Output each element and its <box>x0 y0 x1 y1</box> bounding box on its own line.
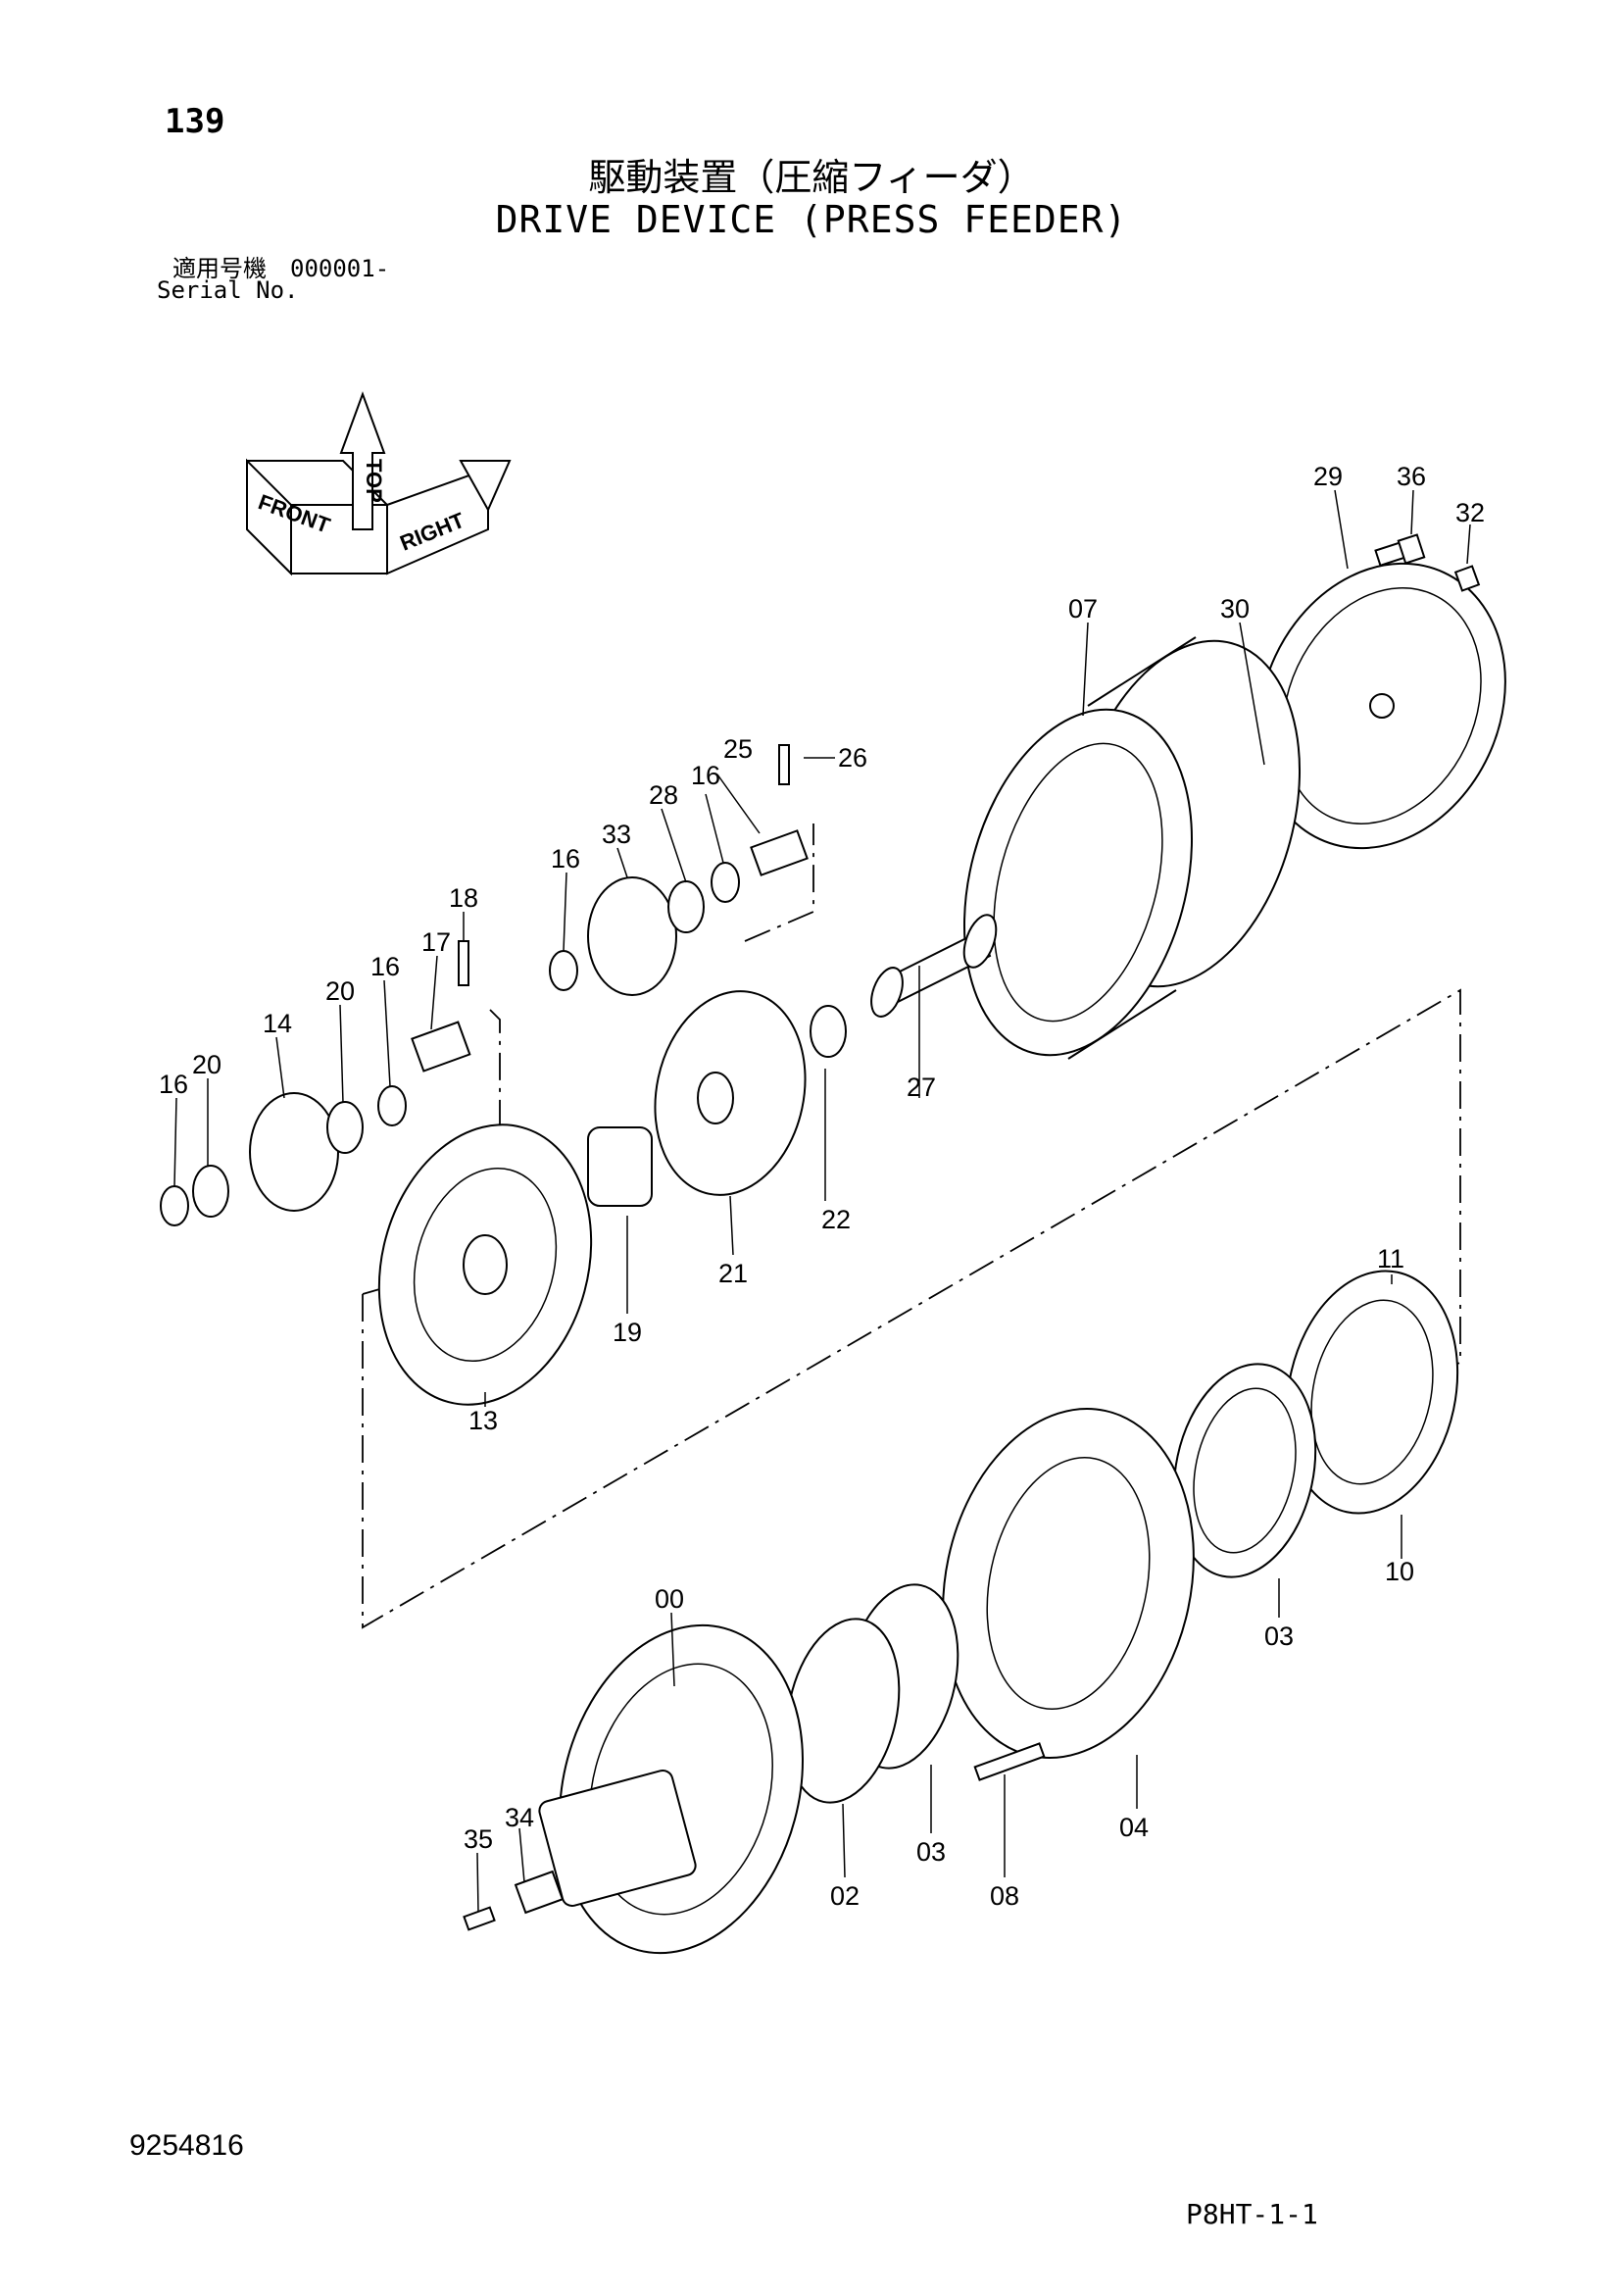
serial-label-english: Serial No. <box>157 276 299 304</box>
callout-03-lower: 03 <box>916 1837 946 1867</box>
part-08-bolt <box>973 1742 1046 1781</box>
callout-36: 36 <box>1397 462 1426 491</box>
callout-14: 14 <box>263 1009 292 1038</box>
part-28-bearing <box>667 880 705 933</box>
callout-21: 21 <box>718 1259 748 1288</box>
callout-16-d: 16 <box>159 1070 188 1099</box>
callout-03-upper: 03 <box>1264 1622 1294 1651</box>
part-10-seal-inner <box>1310 1299 1434 1485</box>
part-22-washer <box>810 1005 847 1058</box>
callout-10: 10 <box>1385 1557 1414 1586</box>
callout-02: 02 <box>830 1881 860 1911</box>
part-19-sun-gear <box>587 1126 653 1207</box>
callout-16-a: 16 <box>691 761 720 790</box>
callout-00: 00 <box>655 1584 684 1614</box>
part-16-washer-a <box>711 862 740 903</box>
part-17-pin <box>411 1021 471 1073</box>
assembly-dash-line-upper <box>744 824 814 942</box>
part-00-motor <box>538 1623 804 1955</box>
callout-04: 04 <box>1119 1813 1149 1842</box>
callout-28: 28 <box>649 780 678 810</box>
part-20-bearing-a <box>326 1101 364 1154</box>
callout-16-c: 16 <box>370 952 400 981</box>
title-english: DRIVE DEVICE (PRESS FEEDER) <box>495 198 1128 241</box>
callout-08: 08 <box>990 1881 1019 1911</box>
callout-25: 25 <box>723 734 753 764</box>
callout-22: 22 <box>821 1205 851 1234</box>
part-35-screw <box>463 1906 496 1931</box>
part-21-carrier <box>654 990 807 1196</box>
callout-27: 27 <box>907 1073 936 1102</box>
page-number: 139 <box>165 102 225 141</box>
leader-lines <box>173 489 1471 1913</box>
part-25-pin <box>750 829 809 876</box>
callout-20-a: 20 <box>325 976 355 1006</box>
part-20-bearing-b <box>192 1165 229 1218</box>
part-32-plug <box>1453 565 1481 592</box>
callout-19: 19 <box>613 1318 642 1347</box>
orientation-indicator: FRONT TOP RIGHT <box>246 391 512 576</box>
part-16-washer-c <box>377 1085 407 1126</box>
part-14-gear <box>249 1092 339 1212</box>
callout-30: 30 <box>1220 594 1250 624</box>
part-16-washer-b <box>549 950 578 991</box>
part-34-plate <box>514 1870 565 1915</box>
callout-16-b: 16 <box>551 844 580 873</box>
part-10-seal <box>1285 1270 1459 1515</box>
part-27-shaft <box>870 914 998 1018</box>
part-code: 9254816 <box>129 2129 244 2162</box>
part-36-bolt <box>1374 533 1426 568</box>
callout-26: 26 <box>838 743 867 773</box>
callout-32: 32 <box>1455 498 1485 527</box>
title-japanese: 駆動装置（圧縮フィーダ） <box>588 156 1035 199</box>
callout-11: 11 <box>1377 1244 1404 1273</box>
serial-label-japanese: 適用号機 000001- <box>172 255 390 282</box>
part-07-housing <box>962 636 1302 1060</box>
part-04-hub <box>942 1408 1195 1759</box>
part-16-washer-d <box>160 1185 189 1226</box>
part-03-bearing-upper <box>1172 1363 1317 1578</box>
callout-18: 18 <box>449 883 478 913</box>
callout-35: 35 <box>464 1824 493 1854</box>
callout-29: 29 <box>1313 462 1343 491</box>
callout-07: 07 <box>1068 594 1098 624</box>
part-18-pin <box>458 940 469 986</box>
part-26-pin <box>778 744 790 785</box>
callout-13: 13 <box>468 1406 498 1435</box>
callout-20-b: 20 <box>192 1050 221 1079</box>
page-reference: P8HT-1-1 <box>1186 2198 1318 2230</box>
part-29-cover <box>1257 562 1506 850</box>
orientation-top-label: TOP <box>362 459 386 503</box>
callout-34: 34 <box>505 1803 534 1832</box>
part-03-bearing-upper-inner <box>1193 1387 1297 1554</box>
callout-33: 33 <box>602 820 631 849</box>
part-33-gear <box>587 876 677 996</box>
callout-17: 17 <box>421 927 451 957</box>
part-13-carrier <box>377 1123 593 1406</box>
